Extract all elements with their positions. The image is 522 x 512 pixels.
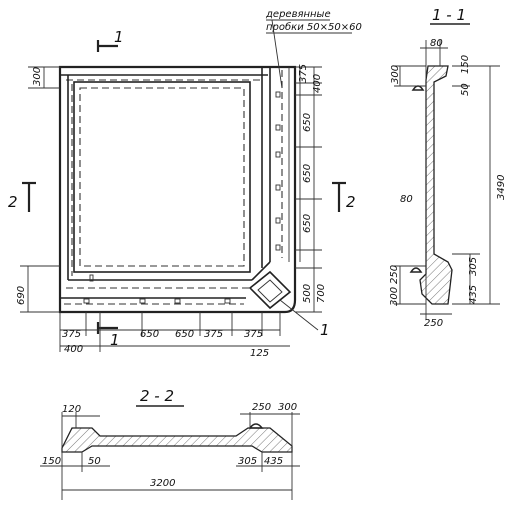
dim-right-400: 400 (312, 74, 323, 93)
sec11-bot-435: 435 (468, 285, 479, 304)
dim-left-690: 690 (16, 286, 27, 305)
plan-left-dims: 300 690 (16, 66, 60, 313)
sec11-top-80: 80 (430, 38, 443, 49)
plan-view (58, 65, 297, 314)
section-1-1-title: 1 - 1 (432, 6, 466, 24)
plan-corner-box-inner (257, 279, 283, 303)
corner-leader-line (279, 299, 319, 331)
section-1-1: 1 - 1 80 300 50 150 3490 80 250 300 435 … (389, 6, 507, 329)
dim-bottom-375-a: 375 (62, 329, 81, 340)
section-2-mark-left: 2 (8, 181, 36, 212)
section-1-1-top-bump (411, 85, 425, 91)
note-line-2: пробки 50×50×60 (266, 21, 362, 33)
dim-bottom-125: 125 (250, 348, 269, 359)
sec11-mid-80: 80 (400, 194, 413, 205)
dim-right-650-b: 650 (302, 164, 313, 183)
sec11-bot-300: 300 (389, 287, 400, 306)
plan-corner-arc (251, 261, 271, 281)
wooden-plugs-note: деревянные пробки 50×50×60 (265, 9, 362, 89)
dim-bottom-375-b: 375 (204, 329, 223, 340)
section-2-2-top-bump (248, 423, 264, 429)
dim-bottom-400: 400 (64, 344, 83, 355)
section-1-mark-bottom: 1 (96, 322, 120, 349)
plan-bottom-dims: 375 400 650 650 375 375 125 (59, 312, 290, 359)
section-2-label-right: 2 (346, 193, 356, 211)
section-1-mark-top: 1 (96, 28, 124, 52)
sec22-top-250: 250 (252, 402, 271, 413)
dim-left-300: 300 (32, 67, 43, 86)
sec22-bot-435: 435 (264, 456, 283, 467)
sec11-bot-305: 305 (468, 257, 479, 276)
plan-wooden-plugs-right (275, 91, 281, 251)
dim-right-700: 700 (316, 284, 327, 303)
plan-corner-box (248, 270, 292, 310)
sec11-top-150: 150 (460, 55, 471, 74)
dim-bottom-650-a: 650 (140, 329, 159, 340)
sec11-top-50: 50 (460, 83, 471, 96)
sec22-top-300: 300 (278, 402, 297, 413)
plan-inner-dashed (79, 87, 245, 267)
plan-wooden-plugs-bottom (83, 298, 231, 304)
section-2-label-left: 2 (8, 193, 18, 211)
section-2-2: 2 - 2 120 250 300 150 50 305 435 3200 (40, 387, 300, 500)
dim-right-500: 500 (302, 284, 313, 303)
section-2-2-title: 2 - 2 (140, 387, 174, 405)
sec22-bot-50: 50 (88, 456, 101, 467)
plan-inner-panel (73, 81, 251, 273)
sec22-bot-305: 305 (238, 456, 257, 467)
sec11-bot-250-b: 250 (424, 318, 443, 329)
sec11-top-300: 300 (390, 65, 401, 84)
dim-bottom-375-c: 375 (244, 329, 263, 340)
plan-small-mark (89, 274, 94, 282)
sec11-height-3490: 3490 (496, 175, 507, 200)
section-2-mark-right: 2 (332, 181, 356, 212)
section-1-label-top: 1 (114, 28, 124, 46)
sec11-bot-250-a: 250 (389, 265, 400, 284)
sec22-bot-150: 150 (42, 456, 61, 467)
note-line-1: деревянные (265, 9, 331, 20)
section-1-label-bottom: 1 (110, 331, 120, 349)
corner-leader-label: 1 (320, 321, 330, 339)
plan-right-dims: 375 400 650 650 650 500 700 (295, 64, 327, 313)
section-2-2-profile (61, 427, 293, 453)
dim-right-650-c: 650 (302, 214, 313, 233)
section-1-1-profile (419, 65, 453, 305)
plan-outline (58, 65, 297, 314)
dim-right-375: 375 (298, 64, 309, 83)
dim-right-650-a: 650 (302, 113, 313, 132)
dim-bottom-650-b: 650 (175, 329, 194, 340)
sec22-top-120: 120 (62, 404, 81, 415)
sec22-total-3200: 3200 (150, 478, 175, 489)
section-1-1-bot-bump (409, 267, 423, 273)
